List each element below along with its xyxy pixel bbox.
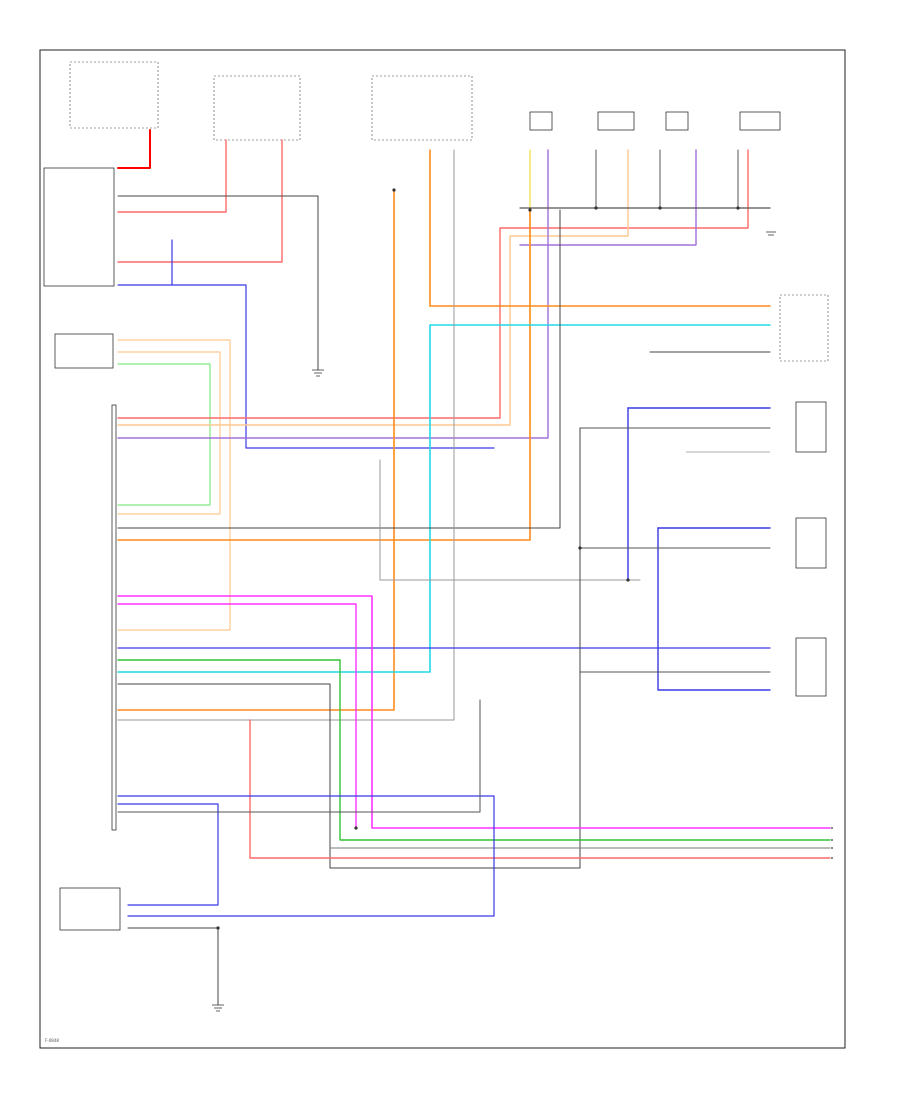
fuse-block-1	[213, 75, 301, 141]
fuse-block-2	[371, 75, 473, 141]
connector-marks	[831, 827, 833, 859]
wire-blue-bottom-2	[117, 795, 495, 917]
diagram-frame	[39, 49, 846, 1049]
wire-orange-vert	[117, 189, 395, 711]
wire-orange-trunk	[117, 149, 629, 426]
wire-gray-center-2	[379, 459, 641, 581]
wire-pink-trunk	[117, 149, 749, 419]
sensor-right-1	[779, 294, 829, 362]
wire-red-3	[117, 139, 283, 263]
wire-cyan-1	[117, 324, 771, 673]
wire-light-orange-1	[117, 339, 231, 631]
wire-magenta-2	[117, 603, 357, 829]
sensor-right-4	[795, 637, 827, 697]
control-module-main	[111, 404, 117, 831]
wire-light-green-1	[117, 363, 211, 506]
wire-blue-1	[117, 284, 495, 449]
junctions	[216, 188, 740, 930]
wire-orange-sensor	[429, 149, 771, 307]
wire-magenta-bottom	[117, 595, 831, 829]
wires	[117, 129, 831, 1006]
wire-orange-2	[117, 209, 531, 541]
sensor-right-2	[795, 401, 827, 453]
wire-red-1	[117, 129, 151, 169]
wire-violet-trunk	[117, 149, 549, 439]
wire-gray-mid	[117, 699, 481, 813]
sensor-right-3	[795, 517, 827, 569]
corner-label: F-0848	[45, 1038, 59, 1043]
components	[43, 61, 829, 931]
wire-gray-1	[117, 195, 319, 371]
relay-1	[529, 111, 553, 131]
wire-pink-bottom	[249, 719, 831, 859]
wire-light-orange-2	[117, 351, 221, 515]
wire-black-bottom	[127, 927, 219, 1006]
relay-4	[739, 111, 781, 131]
relay-3	[665, 111, 689, 131]
wire-violet-2	[519, 149, 697, 246]
control-module-mid	[54, 333, 114, 369]
wire-red-2	[117, 139, 227, 213]
ground-symbols	[212, 231, 776, 1012]
wire-black-2	[117, 209, 561, 529]
wire-gray-center	[117, 149, 455, 721]
wire-gray-vertical-right	[117, 427, 581, 869]
control-unit-lower	[59, 887, 121, 931]
wire-blue-sensor-2v	[657, 527, 771, 691]
wire-blue-bottom-1	[117, 803, 219, 906]
wire-green-bottom	[117, 659, 831, 841]
ignition-switch	[69, 61, 159, 129]
relay-2	[597, 111, 635, 131]
control-module-upper	[43, 167, 115, 287]
